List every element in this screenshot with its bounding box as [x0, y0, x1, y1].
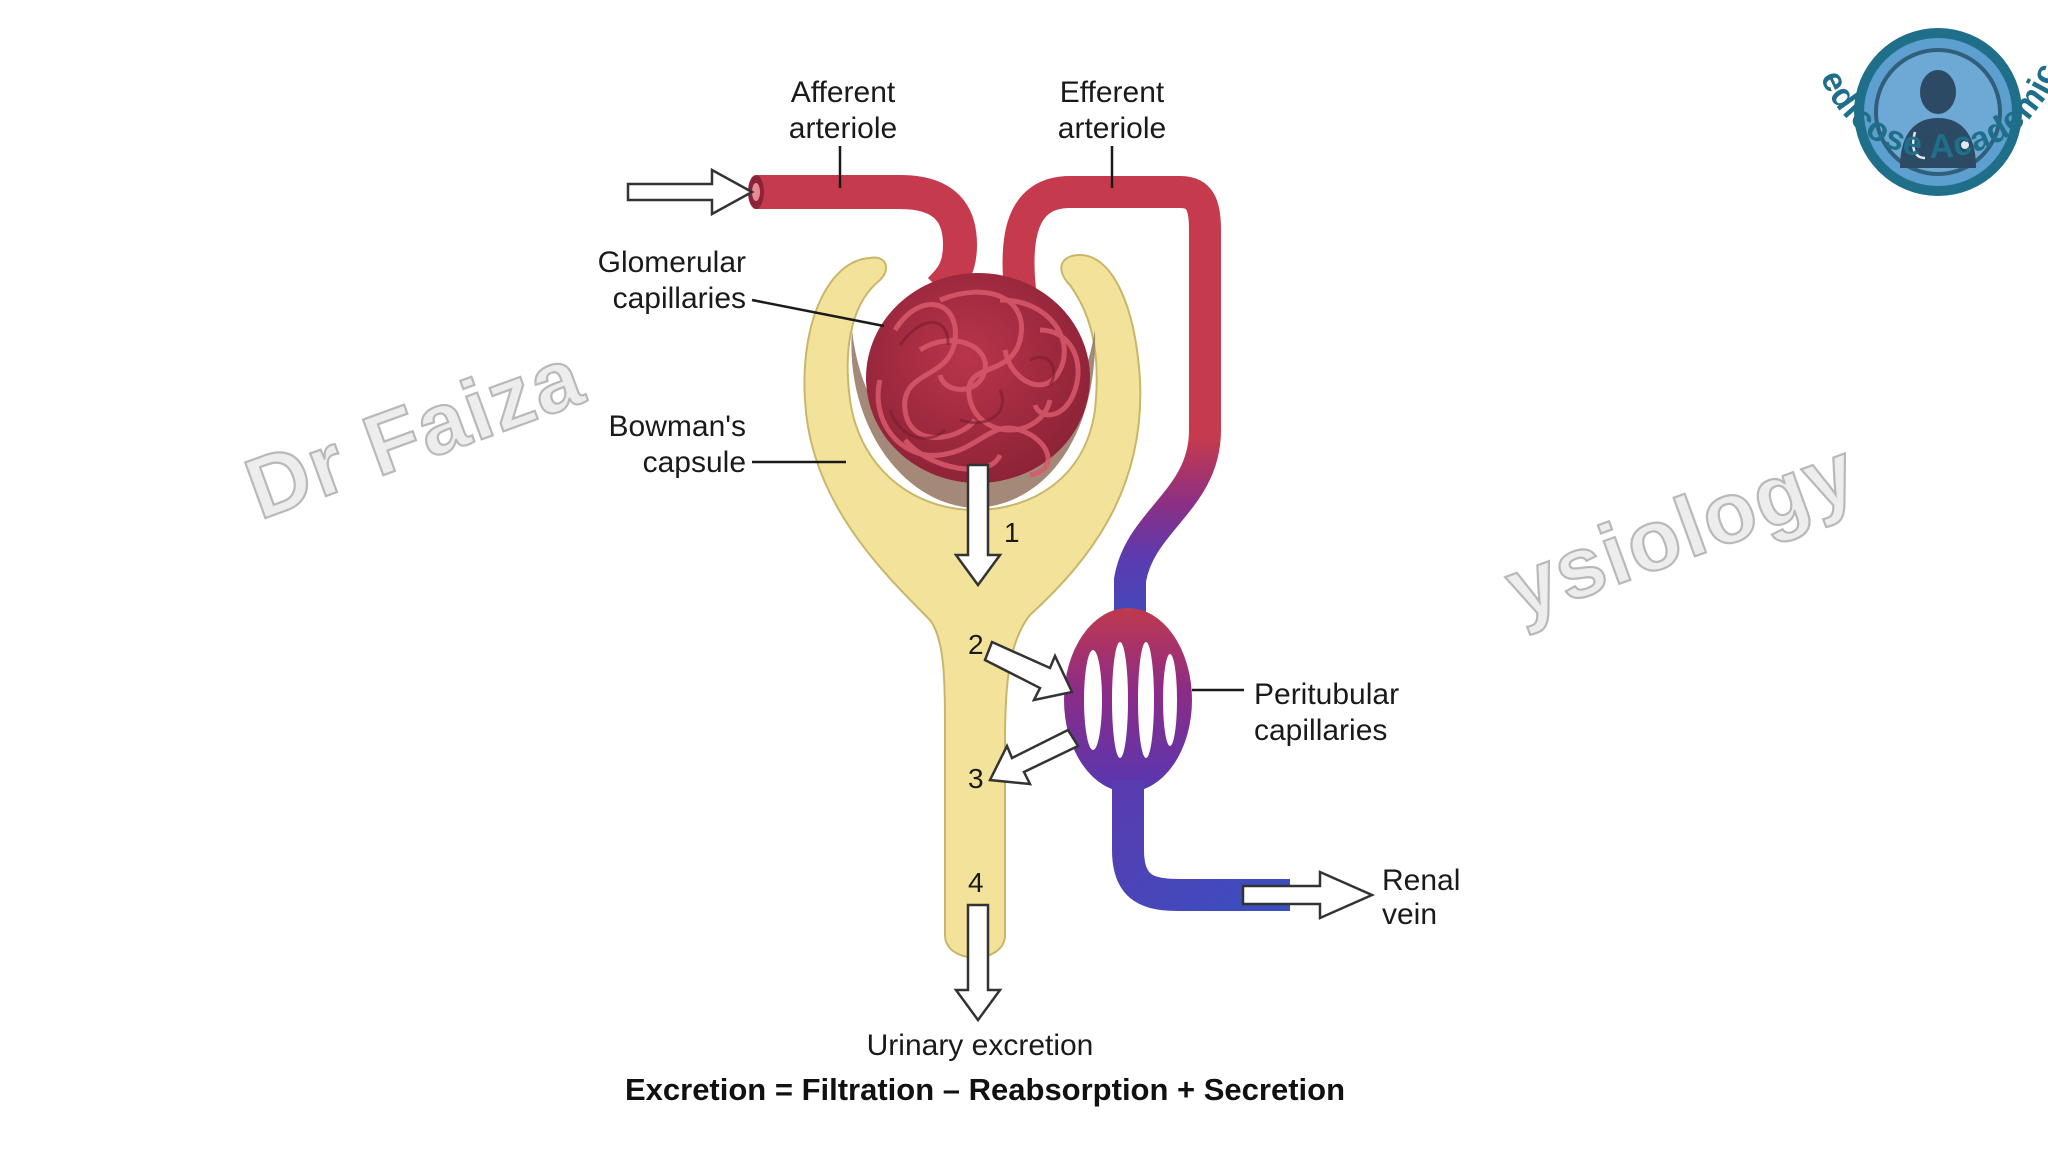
reabsorption-arrow [983, 640, 1074, 702]
inflow-arrow [626, 167, 755, 217]
glomerular-leader-line [751, 298, 885, 328]
step-number-4: 4 [968, 867, 984, 898]
peritubular-label-line1: Peritubular [1254, 678, 1399, 711]
urinary-excretion-label: Urinary excretion [867, 1029, 1094, 1062]
renal-vein-label-line1: Renal [1382, 864, 1460, 897]
glomerular-label-line2: capillaries [613, 282, 746, 315]
filtration-arrow [953, 463, 1003, 588]
step-number-3: 3 [968, 763, 984, 794]
glomerular-capillaries-shape [866, 273, 1090, 483]
efferent-label-line2: arteriole [1058, 112, 1166, 145]
afferent-label-line1: Afferent [791, 76, 896, 109]
watermark-right-text: ysiology [1494, 423, 1870, 638]
glomerular-label-line1: Glomerular [598, 246, 746, 279]
step-number-2: 2 [968, 629, 984, 660]
step-number-1: 1 [1004, 517, 1020, 548]
outflow-arrow [1241, 870, 1376, 920]
watermark-left-text: Dr Faiza [234, 328, 596, 538]
renal-vein-vessel [1112, 780, 1290, 911]
excretion-equation: Excretion = Filtration – Reabsorption + … [625, 1072, 1345, 1107]
doctor-avatar-icon [1900, 70, 1976, 168]
afferent-label-line2: arteriole [789, 112, 897, 145]
excretion-arrow [953, 903, 1003, 1023]
logo-text: Medicose Academics [0, 0, 2048, 166]
renal-vein-label-line2: vein [1382, 898, 1437, 931]
peritubular-label-line2: capillaries [1254, 714, 1387, 747]
peritubular-capillaries-shape [1064, 608, 1192, 792]
secretion-arrow [988, 728, 1080, 786]
bowman-label-line1: Bowman's [609, 410, 746, 443]
medicose-academics-logo: Medicose Academics [0, 0, 2048, 196]
efferent-arteriole-vessel [1002, 176, 1221, 640]
bowman-label-line2: capsule [643, 446, 746, 479]
efferent-label-line1: Efferent [1060, 76, 1165, 109]
